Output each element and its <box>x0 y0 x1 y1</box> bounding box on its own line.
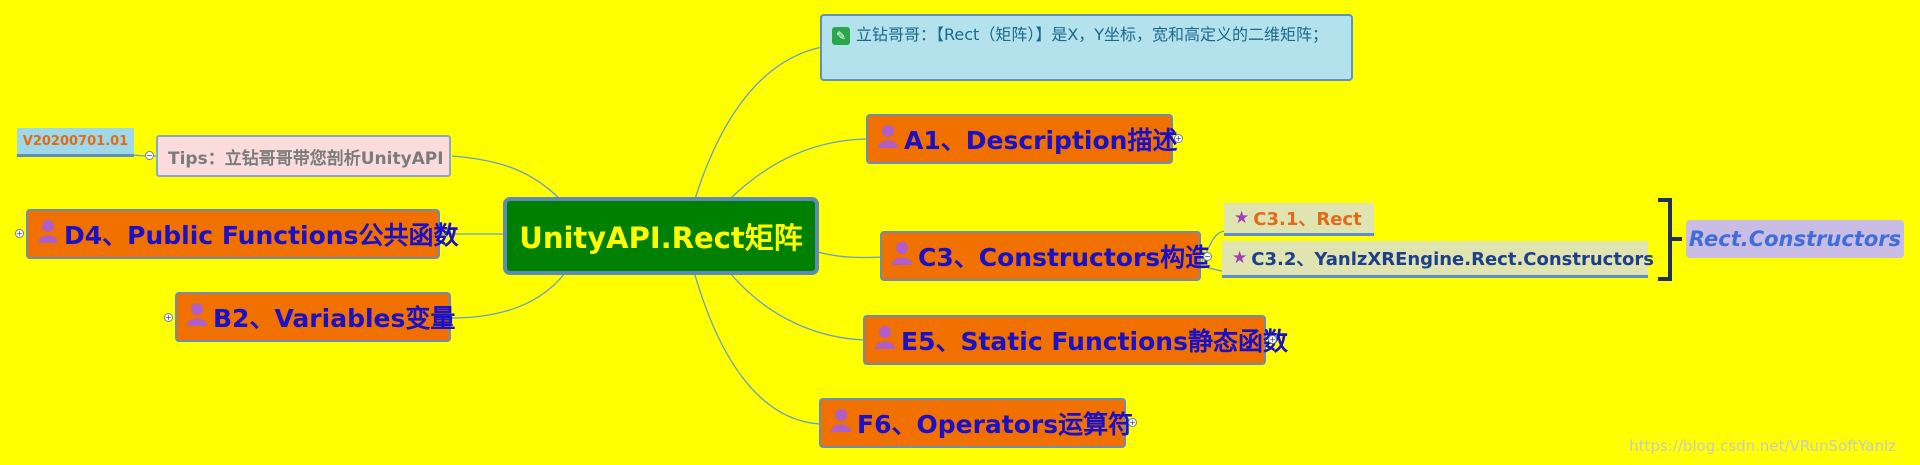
link-root-note <box>694 46 823 200</box>
person-icon <box>187 302 207 332</box>
link-root-c3 <box>817 251 882 259</box>
link-root-e5 <box>729 272 865 341</box>
root-label: UnityAPI.Rect矩阵 <box>519 221 803 255</box>
version-label: V20200701.01 <box>22 133 129 149</box>
branch-f6[interactable]: F6、Operators运算符 <box>819 398 1133 448</box>
branch-b2-expand-icon[interactable]: + <box>164 313 173 322</box>
branch-a1-expand-icon[interactable]: + <box>1174 134 1183 143</box>
person-icon <box>875 325 895 355</box>
branch-a1-label: A1、Description描述 <box>904 126 1178 155</box>
branch-b2[interactable]: B2、Variables变量 <box>175 292 455 342</box>
link-root-f6 <box>694 274 821 425</box>
tips-label: Tips：立钻哥哥带您剖析UnityAPI <box>168 148 444 169</box>
link-root-a1 <box>729 138 868 200</box>
watermark: https://blog.csdn.net/VRunSoftYanlz <box>1629 437 1896 455</box>
summary-label: Rect.Constructors <box>1688 227 1902 251</box>
c3-child-2-label: C3.2、YanlzXREngine.Rect.Constructors <box>1251 249 1654 270</box>
person-icon <box>38 219 58 249</box>
edit-icon: ✎ <box>832 27 850 45</box>
branch-d4[interactable]: D4、Public Functions公共函数 <box>26 209 458 259</box>
branch-c3-collapse-icon[interactable]: − <box>1203 252 1212 261</box>
branch-b2-label: B2、Variables变量 <box>213 304 456 333</box>
branch-e5-expand-icon[interactable]: + <box>1268 335 1277 344</box>
person-icon <box>831 408 851 438</box>
branch-e5[interactable]: E5、Static Functions静态函数 <box>863 315 1288 365</box>
branch-c3-label: C3、Constructors构造 <box>918 243 1211 272</box>
tips-node[interactable]: Tips：立钻哥哥带您剖析UnityAPI <box>156 135 451 177</box>
version-node[interactable]: V20200701.01 <box>17 128 134 157</box>
summary-bracket <box>1658 198 1682 281</box>
c3-child-1[interactable]: ★ C3.1、Rect <box>1224 203 1374 236</box>
link-root-tips <box>451 155 561 200</box>
branch-d4-expand-icon[interactable]: + <box>15 229 24 238</box>
root-node[interactable]: UnityAPI.Rect矩阵 <box>503 197 819 275</box>
tips-collapse-icon[interactable]: − <box>145 151 154 160</box>
person-icon <box>892 241 912 271</box>
branch-e5-label: E5、Static Functions静态函数 <box>901 327 1288 356</box>
branch-c3[interactable]: C3、Constructors构造 <box>880 231 1210 281</box>
branch-a1[interactable]: A1、Description描述 <box>866 114 1177 164</box>
star-icon: ★ <box>1232 248 1248 268</box>
summary-node[interactable]: Rect.Constructors <box>1686 220 1904 258</box>
branch-f6-expand-icon[interactable]: + <box>1128 418 1137 427</box>
c3-child-1-label: C3.1、Rect <box>1253 209 1362 230</box>
star-icon: ★ <box>1234 208 1250 228</box>
person-icon <box>878 124 898 154</box>
c3-child-2[interactable]: ★ C3.2、YanlzXREngine.Rect.Constructors <box>1222 241 1654 278</box>
branch-d4-label: D4、Public Functions公共函数 <box>64 221 459 250</box>
note-node[interactable]: ✎ 立钻哥哥：【Rect（矩阵）】是X，Y坐标，宽和高定义的二维矩阵； <box>820 14 1353 81</box>
link-root-b2 <box>450 272 566 319</box>
note-text: 立钻哥哥：【Rect（矩阵）】是X，Y坐标，宽和高定义的二维矩阵； <box>856 25 1329 44</box>
branch-f6-label: F6、Operators运算符 <box>857 410 1134 439</box>
